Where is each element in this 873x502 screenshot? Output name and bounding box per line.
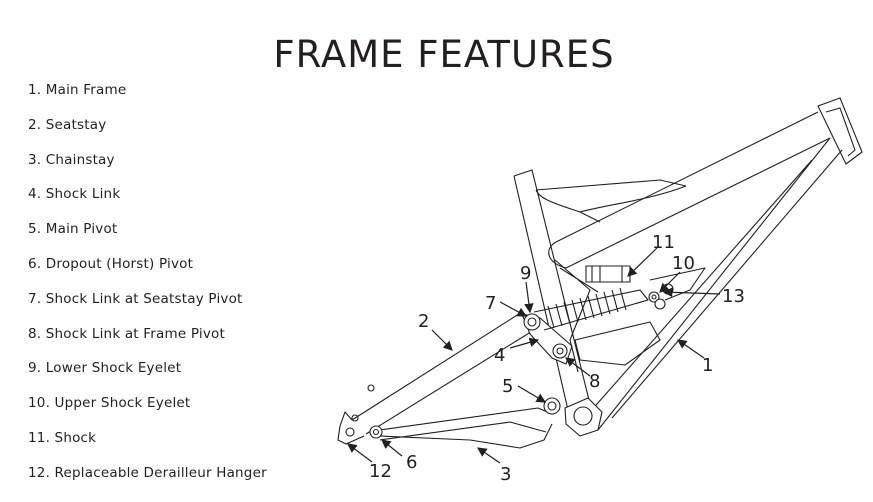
- feature-item: 9. Lower Shock Eyelet: [28, 360, 182, 377]
- feature-item: 3. Chainstay: [28, 151, 115, 168]
- callout-9: 9: [520, 263, 531, 284]
- feature-item: 7. Shock Link at Seatstay Pivot: [28, 290, 243, 307]
- callout-13: 13: [722, 286, 745, 307]
- feature-item: 2. Seatstay: [28, 116, 107, 133]
- callout-7: 7: [485, 293, 496, 314]
- callout-arrows: [347, 247, 721, 464]
- feature-list: 1. Main Frame 2. Seatstay 3. Chainstay 4…: [28, 82, 267, 500]
- callout-5: 5: [502, 376, 513, 397]
- shock: [533, 265, 649, 331]
- page-title: FRAME FEATURES: [273, 33, 615, 76]
- callout-1: 1: [702, 355, 713, 376]
- feature-item: 10. Upper Shock Eyelet: [28, 395, 191, 412]
- callout-labels: 1 2 3 4 5 6 7 8 9 10 11 12 13: [369, 232, 745, 485]
- feature-item: 11. Shock: [28, 429, 97, 446]
- feature-item: 1. Main Frame: [28, 82, 127, 98]
- callout-2: 2: [418, 311, 429, 332]
- feature-item: 5. Main Pivot: [28, 221, 118, 238]
- seatstay: [337, 311, 535, 445]
- callout-6: 6: [406, 452, 417, 473]
- callout-8: 8: [589, 371, 600, 392]
- main-frame: [513, 111, 843, 437]
- head-tube: [817, 97, 863, 165]
- callout-12: 12: [369, 461, 392, 482]
- callout-4: 4: [494, 345, 505, 366]
- feature-item: 8. Shock Link at Frame Pivot: [28, 325, 225, 342]
- feature-item: 4. Shock Link: [28, 186, 121, 203]
- callout-11: 11: [652, 232, 675, 253]
- feature-item: 6. Dropout (Horst) Pivot: [28, 255, 194, 272]
- callout-3: 3: [500, 464, 511, 485]
- chainstay: [379, 407, 553, 449]
- pivots: [345, 283, 674, 439]
- feature-item: 12. Replaceable Derailleur Hanger: [28, 464, 267, 481]
- callout-10: 10: [672, 253, 695, 274]
- seatstay-brace: [554, 259, 599, 373]
